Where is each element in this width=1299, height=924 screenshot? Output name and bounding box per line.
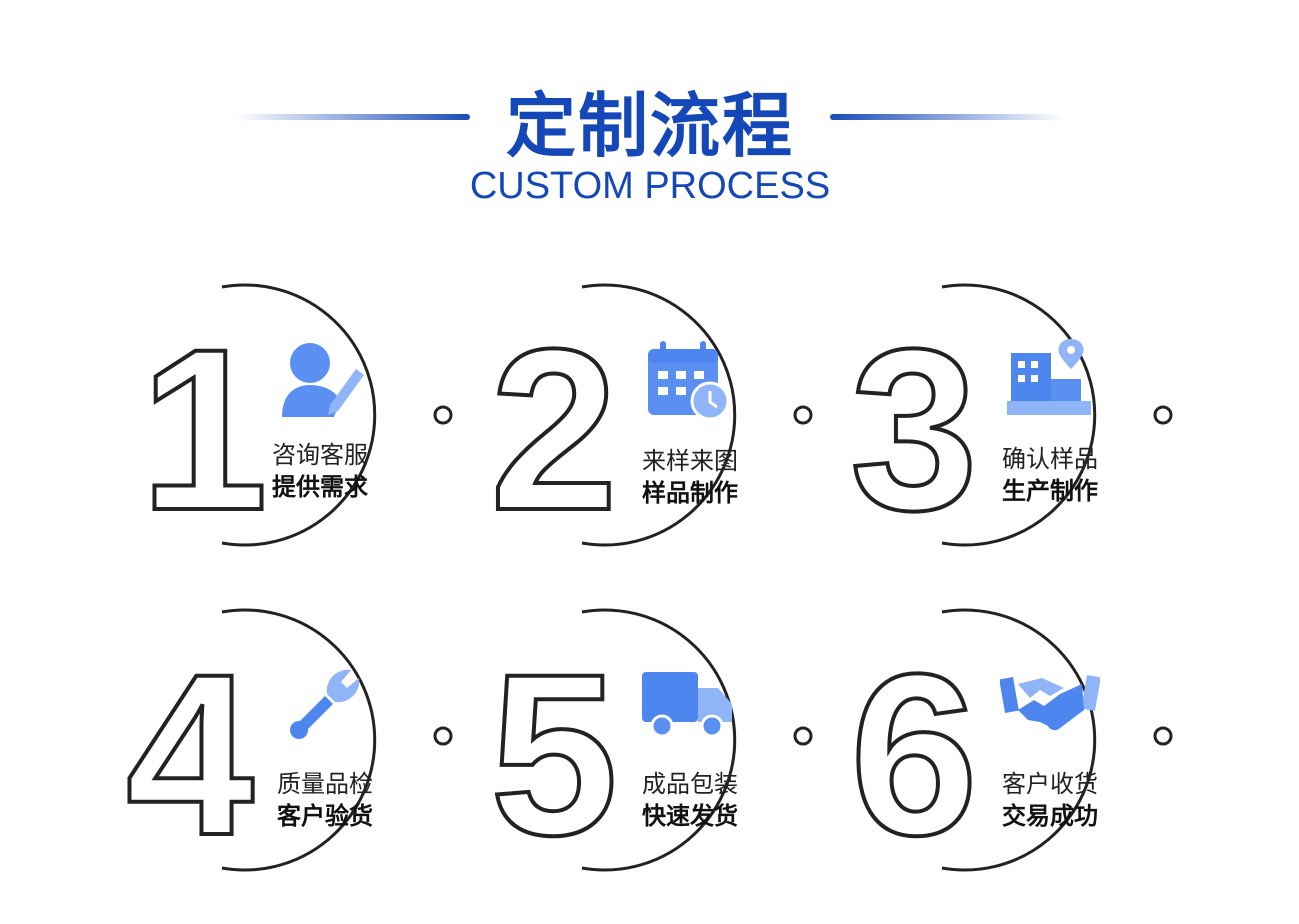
- step-line-2: 交易成功: [1002, 802, 1098, 830]
- step-ring: [221, 608, 453, 872]
- wrench-icon: [290, 669, 360, 739]
- step-line-1: 确认样品: [1002, 445, 1098, 473]
- step-number: 3: [848, 301, 980, 558]
- step-line-1: 来样来图: [642, 447, 738, 475]
- step-ring: [581, 283, 813, 547]
- step-ring: [221, 283, 453, 547]
- process-step-1: 1 咨询客服 提供需求: [130, 275, 460, 555]
- title-decoration-right: [830, 114, 1065, 120]
- process-step-4: 4 质量品检 客户验货: [124, 600, 460, 880]
- step-line-2: 样品制作: [642, 479, 738, 507]
- step-line-1: 成品包装: [642, 770, 738, 798]
- step-line-1: 客户收货: [1002, 770, 1098, 798]
- step-line-2: 客户验货: [277, 802, 373, 830]
- step-number: 2: [488, 301, 620, 558]
- step-ring: [941, 608, 1173, 872]
- step-line-1: 咨询客服: [272, 441, 368, 469]
- step-line-2: 快速发货: [642, 802, 738, 830]
- step-ring: [581, 608, 813, 872]
- step-line-1: 质量品检: [277, 770, 373, 798]
- process-step-6: 6 客户收货 交易成功: [848, 600, 1180, 883]
- title-decoration-left: [235, 114, 470, 120]
- step-line-2: 提供需求: [272, 473, 368, 501]
- step-ring: [941, 283, 1173, 547]
- header: 定制流程 CUSTOM PROCESS: [0, 0, 1299, 240]
- step-number: 1: [138, 301, 270, 558]
- page-title: 定制流程: [506, 85, 794, 167]
- customer-service-user-icon: [282, 343, 364, 417]
- process-step-2: 2 来样来图 样品制作: [488, 275, 820, 558]
- page-subtitle: CUSTOM PROCESS: [469, 165, 831, 207]
- process-step-5: 5 成品包装 快速发货: [488, 600, 820, 883]
- step-line-2: 生产制作: [1002, 477, 1098, 505]
- step-number: 5: [488, 626, 620, 883]
- calendar-icon: [648, 341, 730, 421]
- step-number: 4: [124, 626, 256, 883]
- process-step-3: 3 确认样品 生产制作: [848, 275, 1180, 558]
- delivery-truck-icon: [642, 672, 732, 738]
- handshake-icon: [1000, 675, 1100, 731]
- factory-location-icon: [1007, 339, 1091, 415]
- step-number: 6: [848, 626, 980, 883]
